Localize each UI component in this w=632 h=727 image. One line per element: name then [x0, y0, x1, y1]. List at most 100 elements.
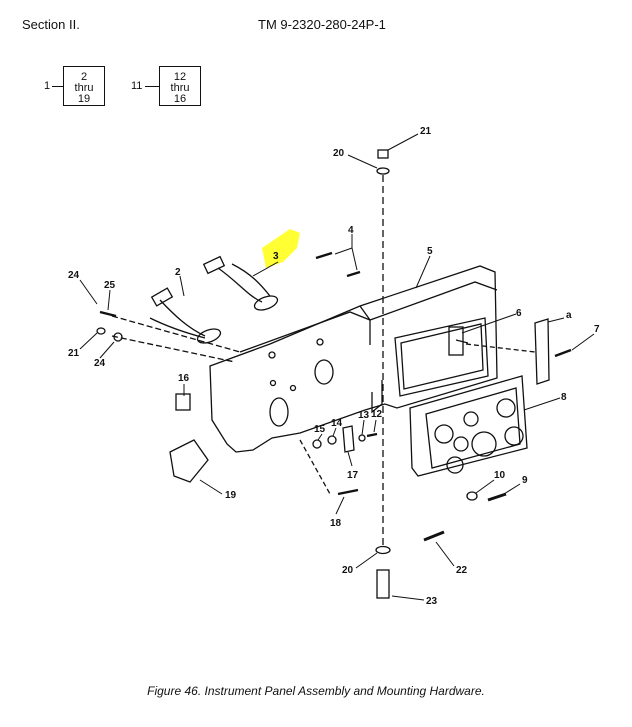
figure-caption: Figure 46. Instrument Panel Assembly and…	[147, 684, 485, 698]
gauge-4	[453, 436, 469, 452]
part-15	[312, 439, 322, 449]
leader-10	[475, 479, 495, 494]
panel-bracket	[371, 380, 383, 414]
panel-hole-small-3	[269, 379, 277, 387]
leader-24-top	[79, 279, 98, 305]
washer-20-top	[376, 167, 390, 175]
callout-a: a	[566, 310, 572, 321]
callout-17: 17	[347, 470, 359, 481]
ref-box-1: 2 thru 19	[63, 66, 105, 106]
leader-3	[252, 261, 279, 277]
leader-4	[334, 234, 353, 255]
harness-2	[149, 299, 206, 339]
callout-13: 13	[358, 410, 370, 421]
part-13	[358, 434, 366, 442]
ref-box-11-line-1: 12	[173, 71, 187, 83]
panel-hole-large	[314, 359, 334, 385]
leader-15	[317, 433, 323, 441]
callout-18: 18	[330, 518, 342, 529]
leader-12	[373, 419, 377, 433]
switch-body	[448, 326, 464, 356]
callout-24-bottom: 24	[94, 358, 106, 369]
bolt-23-bottom	[376, 569, 390, 599]
gauge-6	[504, 426, 524, 446]
bolt-21-top	[377, 149, 389, 159]
leader-13	[361, 419, 365, 436]
tm-number: TM 9-2320-280-24P-1	[258, 17, 386, 32]
identification-plate	[534, 318, 550, 385]
part-17	[342, 425, 355, 453]
instrument-cluster-face	[425, 387, 521, 469]
callout-7: 7	[594, 324, 600, 335]
ref-label-1: 1	[44, 80, 51, 92]
harness-3-plate	[253, 295, 279, 311]
panel-hole-small-4	[289, 384, 297, 392]
bolt-9	[487, 492, 507, 502]
dashed-guide-left-1	[111, 315, 241, 353]
light-19	[169, 439, 209, 483]
gauge-3	[496, 398, 516, 418]
harness-2-plate	[196, 328, 222, 344]
callout-10: 10	[494, 470, 506, 481]
ref-box-1-line-3: 19	[77, 93, 91, 105]
section-title: Section II.	[22, 17, 80, 32]
dash-panel-body	[209, 265, 498, 453]
gauge-window-inner	[400, 323, 484, 390]
screw-4a	[315, 251, 333, 260]
leader-7	[571, 333, 595, 351]
callout-6: 6	[516, 308, 522, 319]
gauge-7	[446, 456, 464, 474]
leader-4b	[351, 247, 358, 271]
callout-20-bottom: 20	[342, 565, 354, 576]
gauge-window	[394, 317, 489, 397]
dashed-to-18	[299, 439, 331, 495]
nut-24	[113, 332, 123, 342]
leader-2	[179, 275, 185, 297]
callout-4: 4	[348, 225, 354, 236]
callout-2: 2	[175, 267, 181, 278]
callout-19: 19	[225, 490, 237, 501]
callout-8: 8	[561, 392, 567, 403]
switch-lever	[455, 339, 469, 344]
ref-box-1-line-1: 2	[80, 71, 88, 83]
screw-18	[337, 488, 359, 496]
instrument-cluster-frame	[409, 375, 528, 477]
leader-9	[503, 483, 521, 495]
leader-24-bottom	[99, 341, 115, 359]
callout-20-top: 20	[333, 148, 345, 159]
gauge-5	[471, 431, 497, 457]
ref-leader-1	[52, 86, 64, 87]
washer-10	[466, 491, 478, 501]
leader-a	[547, 317, 565, 323]
dashed-guide-left-2	[111, 335, 236, 363]
leader-21-left	[79, 332, 98, 350]
switch-16	[175, 393, 191, 411]
ref-box-1-line-2: thru	[74, 82, 94, 94]
panel-hole-small-2	[316, 338, 324, 346]
screw-25	[99, 310, 117, 318]
ref-box-11: 12 thru 16	[159, 66, 201, 106]
leader-14	[332, 427, 337, 437]
callout-12: 12	[371, 409, 383, 420]
callout-24-top: 24	[68, 270, 80, 281]
callout-3: 3	[273, 251, 279, 262]
panel-hole-side	[269, 397, 289, 427]
part-12	[366, 432, 378, 438]
leader-20-top	[347, 154, 378, 169]
leader-18	[335, 496, 345, 515]
part-14	[327, 435, 337, 445]
ref-leader-11	[145, 86, 160, 87]
harness-2-connector	[150, 287, 174, 307]
callout-25: 25	[104, 280, 116, 291]
leader-17	[347, 451, 353, 467]
callout-23: 23	[426, 596, 438, 607]
dashed-to-switch	[465, 343, 536, 353]
ref-label-11: 11	[131, 80, 143, 92]
harness-3-connector	[202, 255, 226, 275]
ref-box-11-line-3: 16	[173, 93, 187, 105]
washer-20-bottom	[375, 545, 391, 555]
callout-14: 14	[331, 418, 343, 429]
harness-3	[217, 263, 271, 303]
leader-6	[461, 313, 517, 334]
